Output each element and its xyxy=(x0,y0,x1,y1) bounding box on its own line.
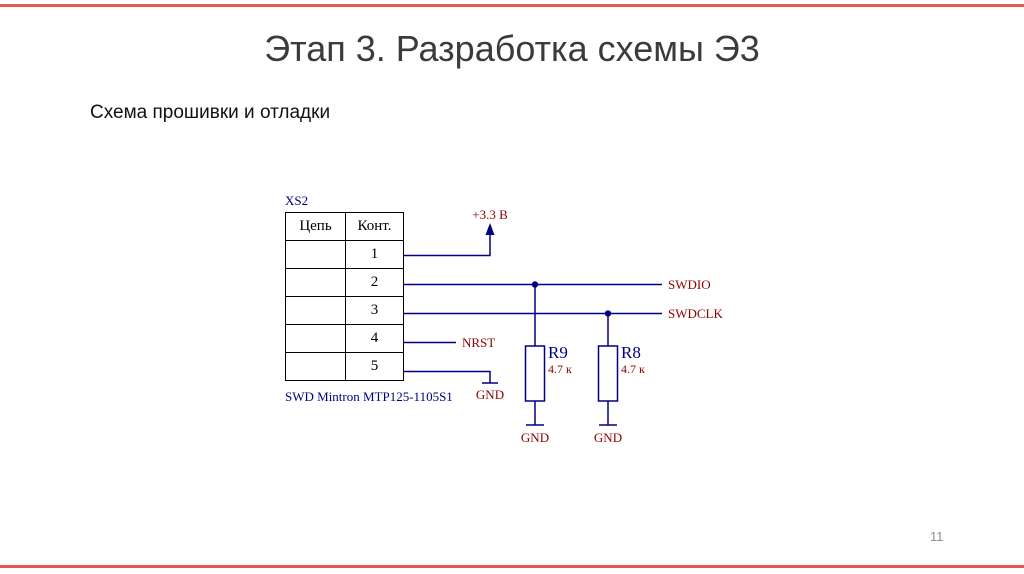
net-label-gnd-pin5: GND xyxy=(475,387,505,402)
net-label-gnd-r9: GND xyxy=(520,430,550,445)
resistor-r8-ref: R8 xyxy=(621,343,641,362)
circuit-cell xyxy=(285,324,346,353)
circuit-cell xyxy=(285,352,346,381)
circuit-cell xyxy=(285,296,346,325)
wire-gnd-pin5 xyxy=(404,370,491,383)
resistor-r9-body xyxy=(524,345,546,402)
net-label-swdclk: SWDCLK xyxy=(668,306,723,321)
table-row: 5 xyxy=(285,352,404,381)
junction-dot-swdclk xyxy=(604,310,612,317)
connector-part-label: SWD Mintron MTP125-1105S1 xyxy=(285,389,453,404)
contact-cell: 5 xyxy=(345,352,404,381)
col-header-circuit: Цепь xyxy=(285,212,346,241)
contact-cell: 1 xyxy=(345,240,404,269)
connector-table: Цепь Конт. 1 2 3 4 5 xyxy=(285,212,404,381)
table-row: 1 xyxy=(285,240,404,269)
top-accent-line xyxy=(0,4,1024,7)
contact-cell: 3 xyxy=(345,296,404,325)
bottom-accent-line xyxy=(0,565,1024,568)
net-label-gnd-r8: GND xyxy=(593,430,623,445)
power-arrow-icon xyxy=(485,223,495,235)
resistor-r9-value: 4.7 к xyxy=(548,362,572,376)
resistor-r8-body xyxy=(597,345,619,402)
net-label-nrst: NRST xyxy=(462,335,496,350)
table-row: 4 xyxy=(285,324,404,353)
resistor-r9-ref: R9 xyxy=(548,343,568,362)
circuit-cell xyxy=(285,268,346,297)
circuit-cell xyxy=(285,240,346,269)
slide-subtitle: Схема прошивки и отладки xyxy=(90,102,331,123)
net-label-power: +3.3 В xyxy=(472,207,508,222)
contact-cell: 2 xyxy=(345,268,404,297)
page-number: 11 xyxy=(930,529,944,544)
slide-title: Этап 3. Разработка схемы Э3 xyxy=(264,28,760,69)
net-label-swdio: SWDIO xyxy=(668,277,711,292)
contact-cell: 4 xyxy=(345,324,404,353)
wire-power xyxy=(404,233,491,257)
connector-designator: XS2 xyxy=(285,193,309,208)
connector-header-row: Цепь Конт. xyxy=(285,212,404,241)
table-row: 3 xyxy=(285,296,404,325)
resistor-r8-value: 4.7 к xyxy=(621,362,645,376)
table-row: 2 xyxy=(285,268,404,297)
col-header-contact: Конт. xyxy=(345,212,404,241)
junction-dot-swdio xyxy=(531,281,539,288)
